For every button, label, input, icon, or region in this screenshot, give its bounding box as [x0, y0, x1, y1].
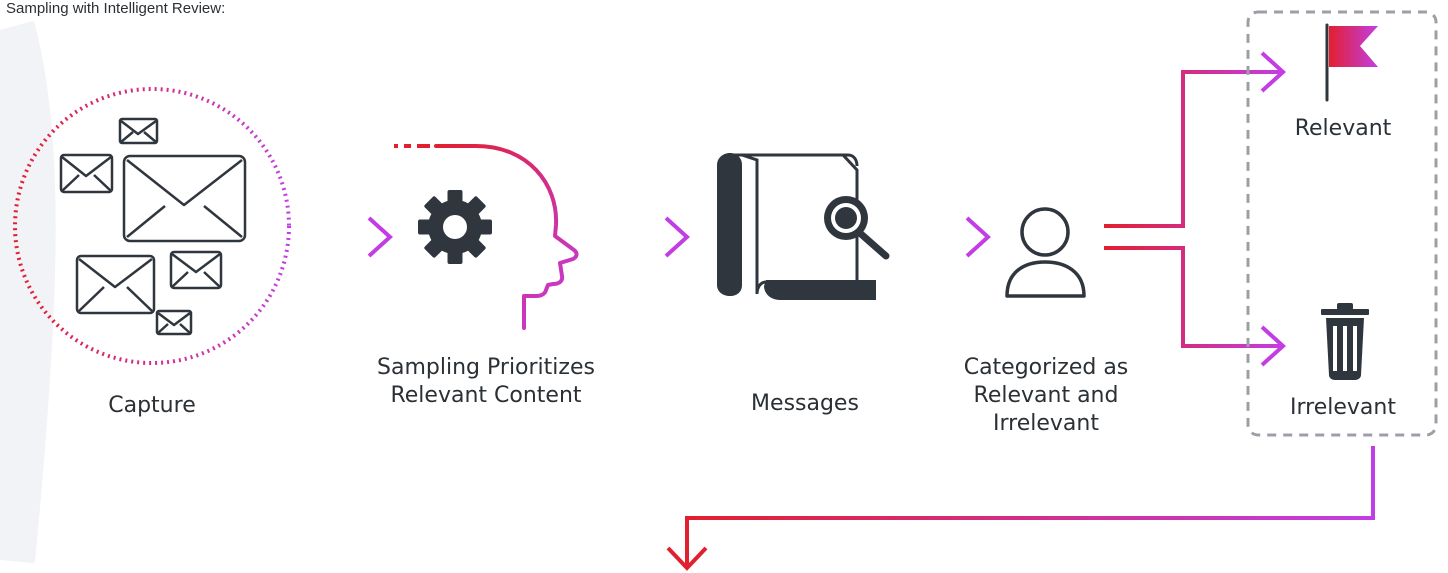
outcome-box — [1246, 10, 1438, 437]
user-icon — [1005, 207, 1086, 298]
arrow-to-irrelevant — [1104, 246, 1286, 367]
label-line: Categorized as — [963, 355, 1129, 380]
outcome-label-irrelevant: Irrelevant — [1290, 395, 1396, 420]
label-line: Capture — [108, 393, 196, 418]
label-line: Sampling Prioritizes — [377, 355, 595, 380]
envelopes-icon — [13, 87, 291, 365]
outcome-label-relevant: Relevant — [1294, 116, 1392, 141]
arrow-sampling-to-messages — [602, 216, 690, 258]
arrow-capture-to-sampling — [303, 216, 393, 258]
arrow-to-relevant — [1104, 51, 1286, 228]
trash-icon — [1321, 303, 1369, 380]
flag-icon — [1325, 23, 1378, 102]
arrow-messages-to-categorize — [903, 216, 991, 258]
step-label-messages: Messages — [705, 390, 905, 418]
label-line: Relevant and — [973, 383, 1119, 408]
step-label-categorize: Categorized as Relevant and Irrelevant — [926, 354, 1166, 438]
label-line: Messages — [751, 391, 859, 416]
gear-head-icon — [394, 144, 579, 330]
label-line: Relevant Content — [390, 383, 582, 408]
document-search-icon — [717, 153, 890, 300]
label-line: Irrelevant — [993, 411, 1099, 436]
diagram-heading: Sampling with Intelligent Review: — [6, 0, 226, 17]
step-label-capture: Capture — [52, 392, 252, 420]
arrow-to-next-step — [666, 446, 1375, 571]
step-label-sampling: Sampling Prioritizes Relevant Content — [336, 354, 636, 410]
